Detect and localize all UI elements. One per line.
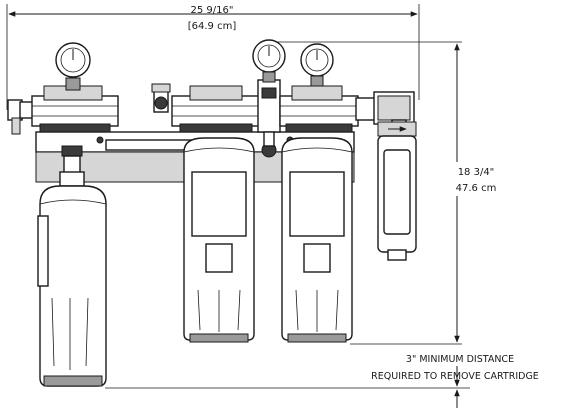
bypass-valve [151, 83, 171, 113]
clearance-note-line2: REQUIRED TO REMOVE CARTRIDGE [371, 371, 539, 382]
height-imperial-label: 18 3/4" [458, 167, 495, 178]
filter-head-1 [31, 42, 119, 133]
filter-head-2 [171, 85, 261, 133]
outlet-fitting [355, 91, 415, 133]
height-metric-label: 47.6 cm [456, 183, 497, 194]
center-manifold [252, 39, 286, 158]
small-cartridge [377, 121, 417, 261]
cartridge-right [281, 137, 353, 343]
height-dimension: 18 3/4" 47.6 cm [268, 41, 514, 345]
clearance-dimension: 3" MINIMUM DISTANCE REQUIRED TO REMOVE C… [105, 354, 539, 408]
cartridge-left [37, 145, 107, 387]
width-imperial-label: 25 9/16" [191, 5, 234, 16]
filter-head-3 [279, 43, 359, 133]
inlet-fitting [7, 99, 35, 135]
cartridge-middle [183, 137, 255, 343]
width-dimension: 25 9/16" [64.9 cm] [6, 4, 420, 110]
clearance-note-line1: 3" MINIMUM DISTANCE [406, 354, 514, 365]
width-metric-label: [64.9 cm] [188, 21, 237, 32]
